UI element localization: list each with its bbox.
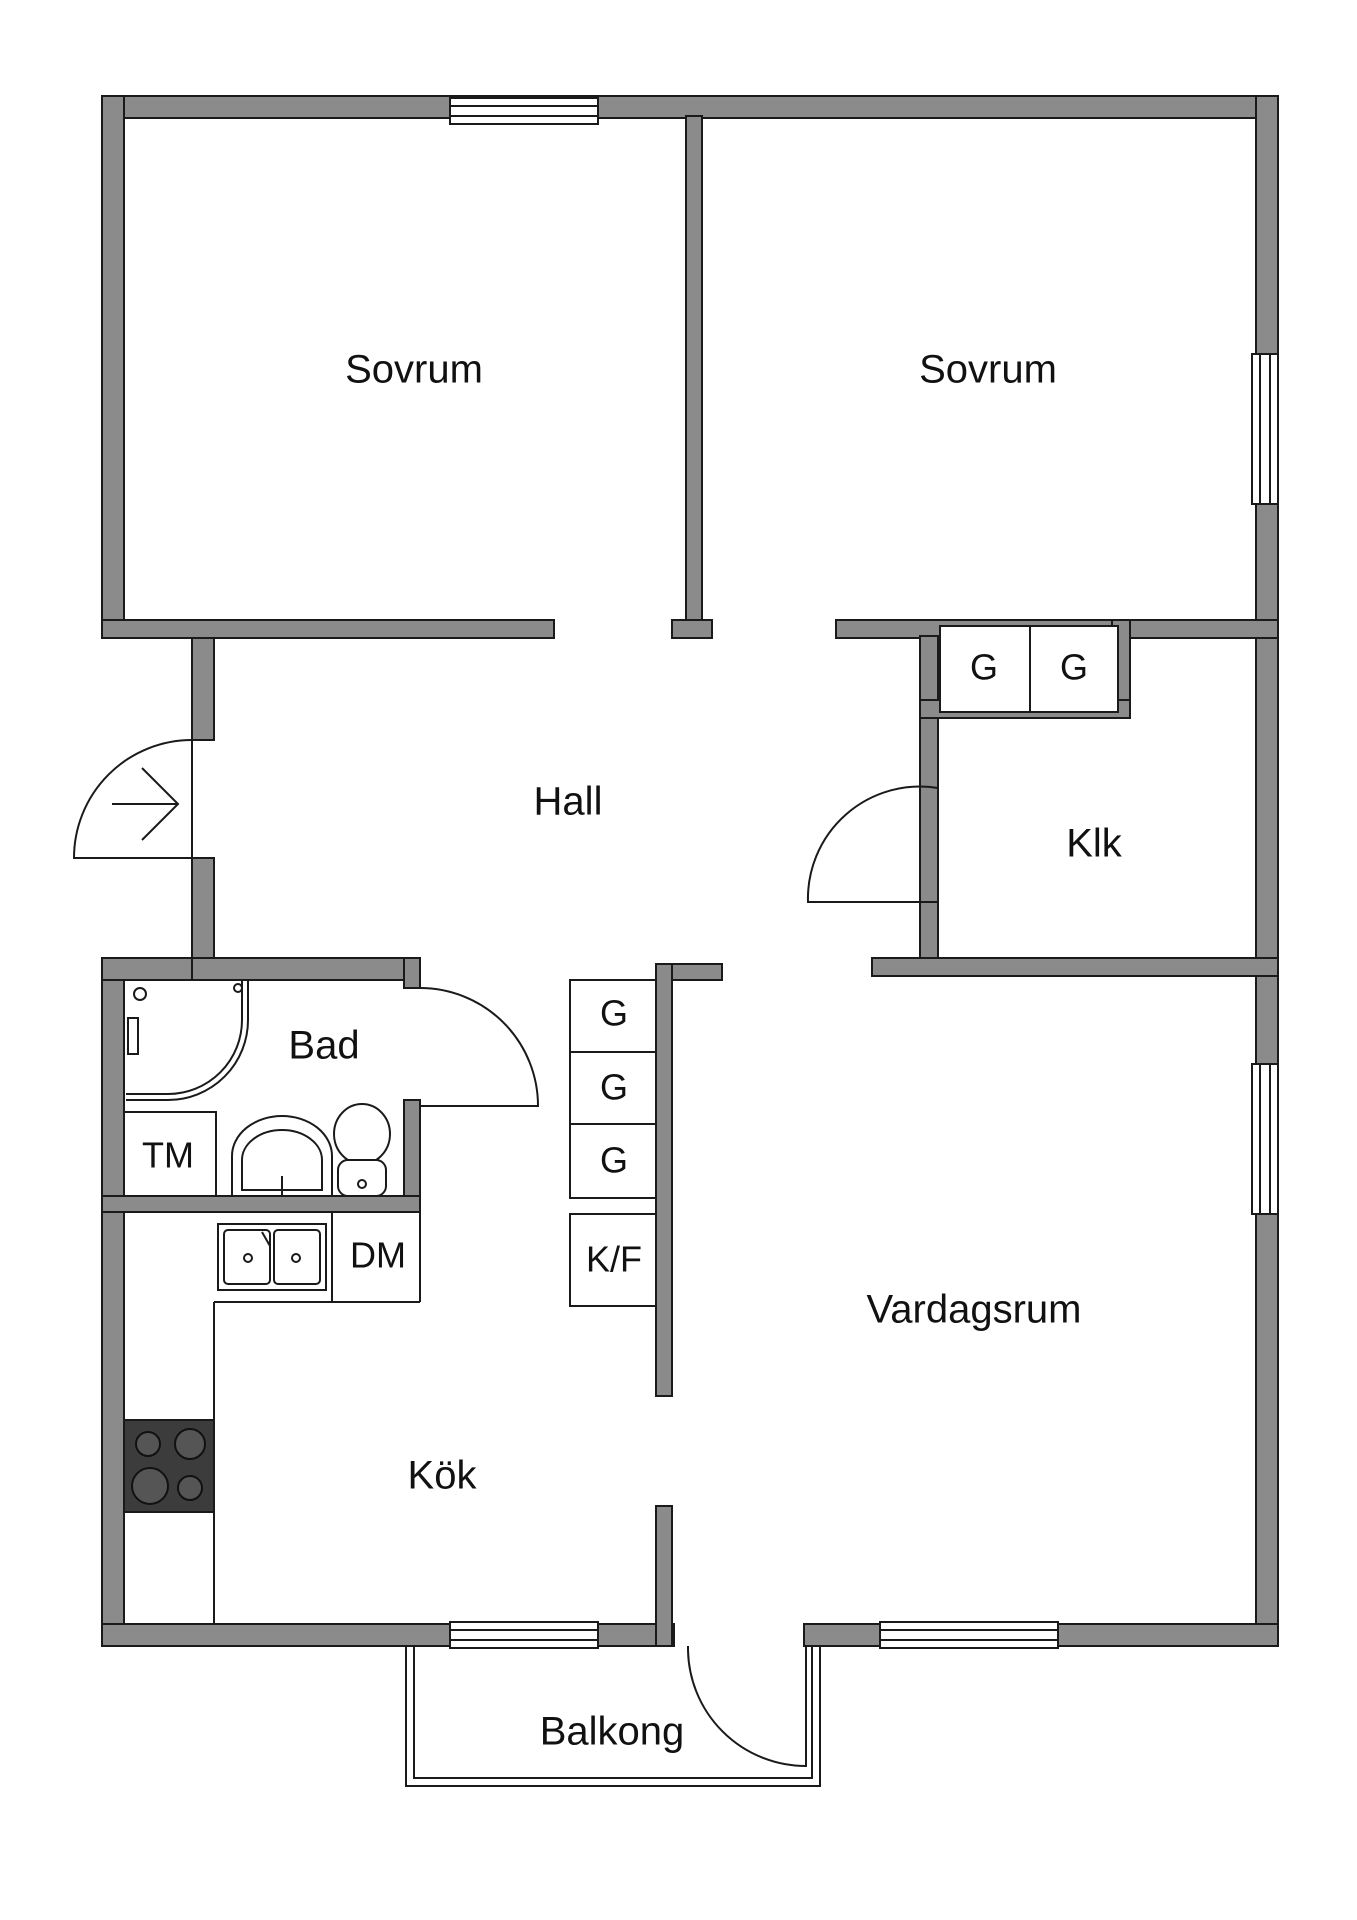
washing-machine-box	[123, 1111, 217, 1197]
dishwasher-label: DM	[350, 1235, 406, 1276]
room-labels: Sovrum Sovrum Hall Klk Bad Vardagsrum Kö…	[288, 348, 1122, 1754]
walls	[101, 95, 1279, 1647]
stove-icon	[123, 1419, 215, 1513]
closet-label: G	[600, 1140, 628, 1181]
entrance-arrow-icon	[112, 767, 180, 841]
closets-klk	[939, 625, 1119, 713]
bathroom-door	[419, 987, 540, 1107]
doors	[72, 739, 939, 1768]
closet-door	[806, 785, 939, 903]
closet-label: G	[600, 1067, 628, 1108]
closet-label: G	[1060, 647, 1088, 688]
closets-hall	[569, 979, 657, 1307]
shower	[126, 980, 249, 1101]
room-label-living-room: Vardagsrum	[867, 1288, 1082, 1332]
balcony-outline	[405, 1646, 821, 1787]
room-label-bathroom: Bad	[288, 1024, 359, 1068]
window-right-bedroom	[1251, 353, 1279, 505]
toilet	[333, 1103, 391, 1197]
window-top	[449, 97, 599, 125]
fixture-labels: G G G G G K/F TM DM	[142, 647, 1088, 1280]
room-label-walk-in-closet: Klk	[1066, 822, 1123, 866]
window-right-living	[1251, 1063, 1279, 1215]
kitchen-counter	[123, 1212, 421, 1624]
windows	[449, 97, 1279, 1649]
closet-label: G	[600, 993, 628, 1034]
closet-label: G	[970, 647, 998, 688]
fridge-freezer-label: K/F	[586, 1239, 642, 1280]
room-label-bedroom-right: Sovrum	[919, 348, 1057, 392]
room-label-hall: Hall	[534, 780, 603, 824]
room-label-balcony: Balkong	[540, 1710, 685, 1754]
sink-icon	[217, 1223, 327, 1291]
balcony-door	[687, 1646, 807, 1768]
room-label-bedroom-left: Sovrum	[345, 348, 483, 392]
washing-machine-label: TM	[142, 1135, 194, 1176]
room-label-kitchen: Kök	[408, 1454, 478, 1498]
washbasin	[231, 1115, 333, 1197]
entrance-door	[72, 739, 193, 859]
window-bottom-living	[879, 1621, 1059, 1649]
window-bottom-kitchen	[449, 1621, 599, 1649]
